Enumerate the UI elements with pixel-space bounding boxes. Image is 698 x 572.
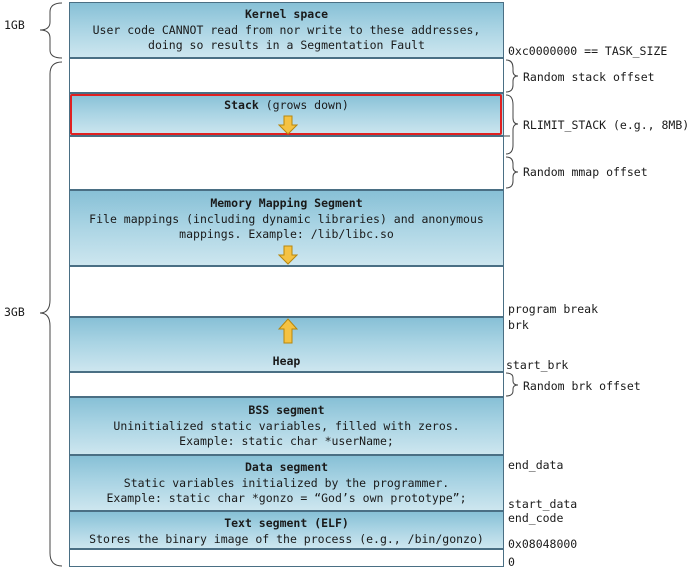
text-start-address-label: 0x08048000 [508, 537, 578, 551]
kernel-space-line1: User code CANNOT read from nor write to … [92, 22, 481, 37]
start-brk-label: start_brk [506, 358, 569, 372]
unmapped-gap [69, 266, 504, 317]
stack-title: Stack [224, 98, 259, 112]
stack-highlight-box [70, 94, 502, 135]
text-segment: Text segment (ELF) Stores the binary ima… [69, 511, 504, 549]
random-mmap-brace [505, 156, 519, 189]
text-line1: Stores the binary image of the process (… [89, 531, 484, 546]
start-data-label: start_data [508, 497, 578, 511]
mmap-line2: mappings. Example: /lib/libc.so [179, 227, 394, 241]
kernel-space-line2: doing so results in a Segmentation Fault [148, 38, 425, 52]
program-break-label: program break [508, 302, 599, 316]
random-brk-offset-label: Random brk offset [523, 379, 641, 393]
end-data-label: end_data [508, 458, 564, 472]
bss-segment: BSS segment Uninitialized static variabl… [69, 397, 504, 455]
random-stack-brace [505, 59, 519, 93]
heap-up-arrow-icon [278, 318, 298, 344]
kernel-left-brace [39, 2, 63, 59]
stack-suffix: (grows down) [258, 98, 349, 112]
bss-line2: Example: static char *userName; [179, 434, 394, 448]
kernel-size-label: 1GB [4, 18, 25, 32]
data-line1: Static variables initialized by the prog… [123, 475, 450, 490]
zero-address-label: 0 [508, 555, 515, 569]
kernel-space-segment: Kernel space User code CANNOT read from … [69, 2, 504, 58]
random-brk-gap [69, 372, 504, 397]
user-left-brace [39, 61, 63, 567]
task-size-label: 0xc0000000 == TASK_SIZE [508, 44, 668, 58]
text-title: Text segment (ELF) [224, 516, 349, 530]
rlimit-stack-label: RLIMIT_STACK (e.g., 8MB) [523, 118, 690, 132]
user-size-label: 3GB [4, 305, 25, 319]
end-code-label: end_code [508, 511, 564, 525]
random-stack-offset-label: Random stack offset [523, 70, 655, 84]
mmap-line1: File mappings (including dynamic librari… [89, 211, 484, 226]
data-line2: Example: static char *gonzo = “God’s own… [106, 491, 467, 505]
random-mmap-gap [69, 136, 504, 190]
bss-line1: Uninitialized static variables, filled w… [113, 418, 460, 433]
null-region [69, 549, 504, 567]
mmap-title: Memory Mapping Segment [210, 196, 363, 210]
random-mmap-offset-label: Random mmap offset [523, 165, 648, 179]
brk-label: brk [508, 318, 529, 332]
heap-title: Heap [272, 354, 301, 368]
rlimit-brace [505, 94, 519, 155]
random-stack-gap [69, 58, 504, 93]
bss-title: BSS segment [248, 403, 325, 417]
stack-down-arrow-icon [278, 115, 298, 135]
kernel-space-title: Kernel space [244, 7, 329, 21]
data-segment: Data segment Static variables initialize… [69, 455, 504, 511]
random-brk-brace [505, 372, 519, 397]
data-title: Data segment [244, 460, 329, 474]
mmap-down-arrow-icon [278, 245, 298, 265]
